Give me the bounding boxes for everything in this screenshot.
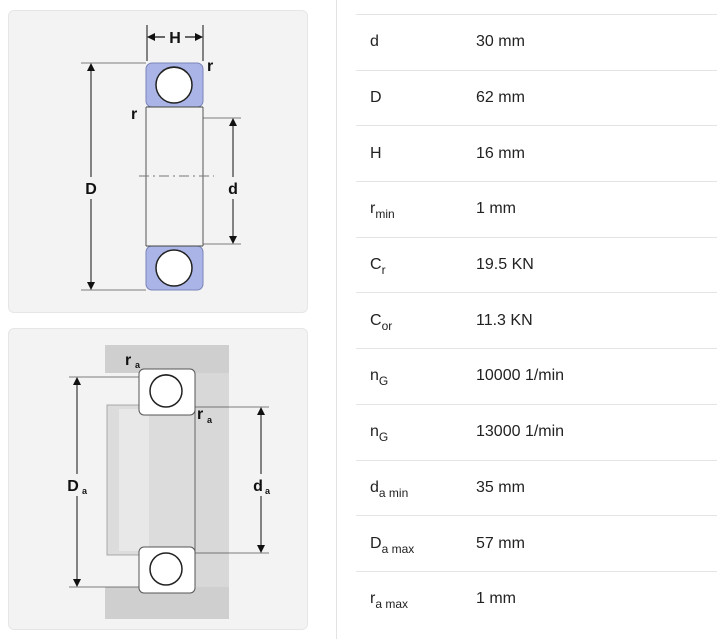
spec-value: 1 mm: [476, 200, 516, 218]
mounting-cross-section: r a r a D a d a: [65, 345, 275, 619]
spec-row-d: d 30 mm: [356, 14, 717, 70]
label-r-left: r: [131, 106, 137, 123]
spec-value: 13000 1/min: [476, 423, 565, 441]
label-D: D: [85, 181, 97, 198]
label-d: d: [228, 181, 238, 198]
label-ra-top-sub: a: [135, 360, 141, 370]
spec-row-D: D 62 mm: [356, 69, 717, 126]
spec-row-Da-max: Da max 57 mm: [356, 515, 717, 571]
spec-symbol: Da max: [370, 534, 415, 556]
diagram-column: H r r D: [0, 0, 330, 639]
bearing-cross-section: H r r D: [81, 25, 242, 291]
spec-symbol: ra max: [370, 589, 409, 611]
bearing-dimension-diagram: H r r D: [8, 10, 308, 313]
spec-symbol: nG: [370, 423, 389, 445]
spec-row-da-min: da min 35 mm: [356, 459, 717, 516]
spec-row-Cr: Cr 19.5 KN: [356, 236, 717, 293]
label-r-top: r: [207, 58, 213, 75]
spec-value: 10000 1/min: [476, 367, 565, 385]
spec-value: 1 mm: [476, 589, 516, 607]
label-ra-top: r: [125, 352, 131, 369]
spec-value: 16 mm: [476, 144, 525, 162]
label-ra-mid: r: [197, 406, 203, 423]
spec-row-Cor: Cor 11.3 KN: [356, 292, 717, 348]
spec-row-nG-1: nG 10000 1/min: [356, 348, 717, 404]
label-H: H: [169, 30, 181, 47]
spec-value: 30 mm: [476, 33, 525, 51]
label-da-sub: a: [265, 486, 271, 496]
spec-value: 57 mm: [476, 534, 525, 552]
specifications-table: d 30 mm D 62 mm H 16 mm rmin 1 mm Cr 19.…: [356, 14, 717, 627]
spec-row-nG-2: nG 13000 1/min: [356, 403, 717, 460]
label-Da-sub: a: [82, 486, 88, 496]
spec-value: 19.5 KN: [476, 256, 534, 274]
label-da: d: [253, 478, 263, 495]
abutment-dimension-diagram: r a r a D a d a: [8, 328, 308, 630]
label-Da: D: [67, 478, 79, 495]
spec-value: 11.3 KN: [476, 311, 533, 329]
spec-row-H: H 16 mm: [356, 125, 717, 181]
label-ra-mid-sub: a: [207, 415, 213, 425]
spec-row-ra-max: ra max 1 mm: [356, 570, 717, 627]
spec-symbol: H: [370, 144, 382, 162]
spec-symbol: nG: [370, 367, 389, 389]
spec-value: 62 mm: [476, 89, 525, 107]
column-divider: [336, 0, 337, 639]
spec-symbol: Cr: [370, 256, 386, 278]
spec-symbol: d: [370, 33, 379, 51]
spec-symbol: D: [370, 89, 382, 107]
spec-symbol: da min: [370, 478, 409, 500]
spec-symbol: rmin: [370, 200, 395, 222]
spec-row-rmin: rmin 1 mm: [356, 181, 717, 237]
spec-value: 35 mm: [476, 478, 525, 496]
spec-symbol: Cor: [370, 311, 393, 333]
